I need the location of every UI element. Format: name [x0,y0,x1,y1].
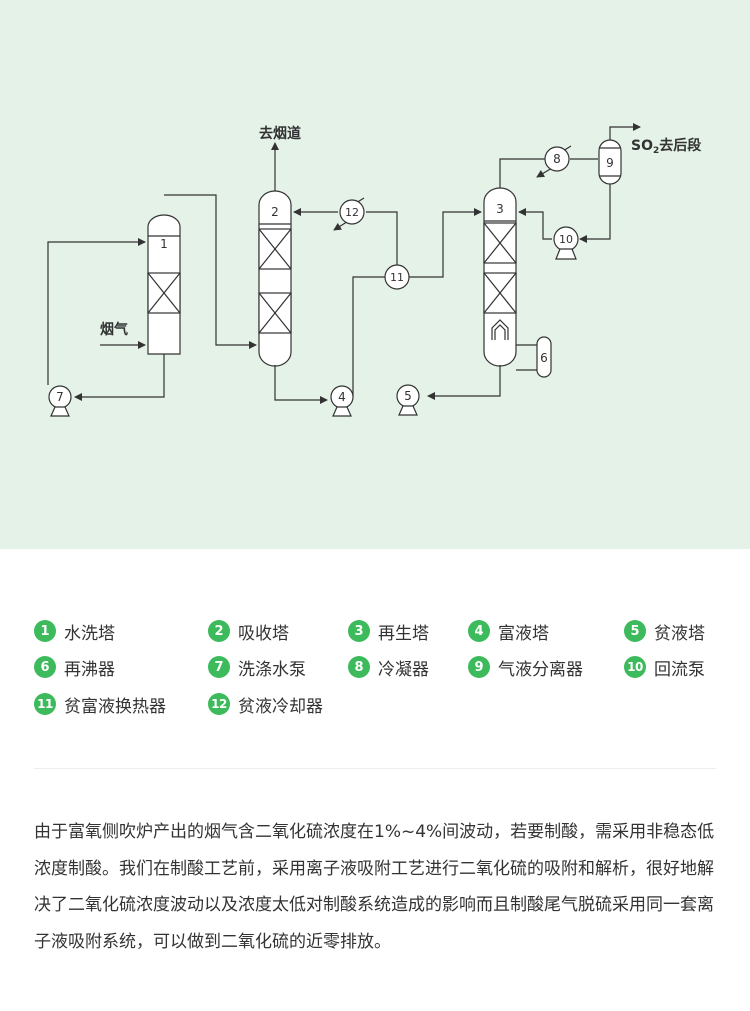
legend-number-badge: 7 [208,656,230,678]
flue-gas-label: 烟气 [100,321,128,338]
pump-5 [396,384,420,416]
pump-7 [48,385,72,417]
legend-label: 贫液塔 [654,623,705,644]
pump-7-number: 7 [56,390,64,404]
reboiler-6-number: 6 [540,351,548,365]
legend-number-badge: 11 [34,693,56,715]
legend-number-badge: 1 [34,620,56,642]
legend-item: 7 洗涤水泵 [208,655,306,680]
legend-label: 再沸器 [64,659,115,680]
legend-number-badge: 6 [34,656,56,678]
legend-label: 洗涤水泵 [238,659,306,680]
heat-exchanger-11 [384,264,410,290]
legend-item: 4 富液塔 [468,619,549,644]
legend-number-badge: 2 [208,620,230,642]
legend-number-badge: 9 [468,656,490,678]
legend-item: 1 水洗塔 [34,619,115,644]
legend-item: 6 再沸器 [34,655,115,680]
legend-item: 12 贫液冷却器 [208,692,323,717]
tower-1-number: 1 [160,237,168,251]
legend-number-badge: 10 [624,656,646,678]
cooler-12-number: 12 [345,206,359,219]
condenser-8 [544,146,570,172]
legend-label: 贫液冷却器 [238,696,323,717]
legend-number-badge: 8 [348,656,370,678]
separator-9-number: 9 [606,156,614,170]
reboiler-6-body [536,336,552,378]
legend-item: 2 吸收塔 [208,619,289,644]
pump-4-number: 4 [338,390,346,404]
legend-number-badge: 12 [208,693,230,715]
pump-5-number: 5 [404,389,412,403]
legend-label: 再生塔 [378,623,429,644]
process-diagram-panel: 1 2 3 4 5 6 7 8 9 10 11 12 去烟道 烟气 SO2去后段 [0,0,750,549]
pump-10-number: 10 [559,233,573,246]
tower-2-number: 2 [271,205,279,219]
legend-item: 3 再生塔 [348,619,429,644]
legend-number-badge: 3 [348,620,370,642]
equipment-legend: 1 水洗塔 2 吸收塔 3 再生塔 4 富液塔 5 贫液塔 6 再沸器 7 洗涤… [0,549,750,769]
legend-label: 贫富液换热器 [64,696,166,717]
legend-label: 冷凝器 [378,659,429,680]
legend-item: 10 回流泵 [624,655,705,680]
cooler-12 [339,199,365,225]
legend-item: 5 贫液塔 [624,619,705,644]
legend-number-badge: 4 [468,620,490,642]
pump-4 [330,385,354,417]
condenser-8-number: 8 [553,152,561,166]
legend-label: 回流泵 [654,659,705,680]
exchanger-11-number: 11 [390,271,404,284]
legend-label: 水洗塔 [64,623,115,644]
tower-3-number: 3 [496,202,504,216]
process-flow-diagram: 1 2 3 4 5 6 7 8 9 10 11 12 去烟道 烟气 SO2去后段 [47,123,701,417]
legend-number-badge: 5 [624,620,646,642]
so2-outlet-label: SO2去后段 [631,137,701,156]
section-divider [34,768,716,769]
flue-duct-label: 去烟道 [259,125,301,142]
legend-label: 气液分离器 [498,659,583,680]
legend-label: 富液塔 [498,623,549,644]
legend-item: 8 冷凝器 [348,655,429,680]
legend-label: 吸收塔 [238,623,289,644]
pump-10 [553,226,579,260]
legend-item: 9 气液分离器 [468,655,583,680]
process-description: 由于富氧侧吹炉产出的烟气含二氧化硫浓度在1%~4%间波动，若要制酸，需采用非稳态… [34,822,715,952]
legend-item: 11 贫富液换热器 [34,692,166,717]
